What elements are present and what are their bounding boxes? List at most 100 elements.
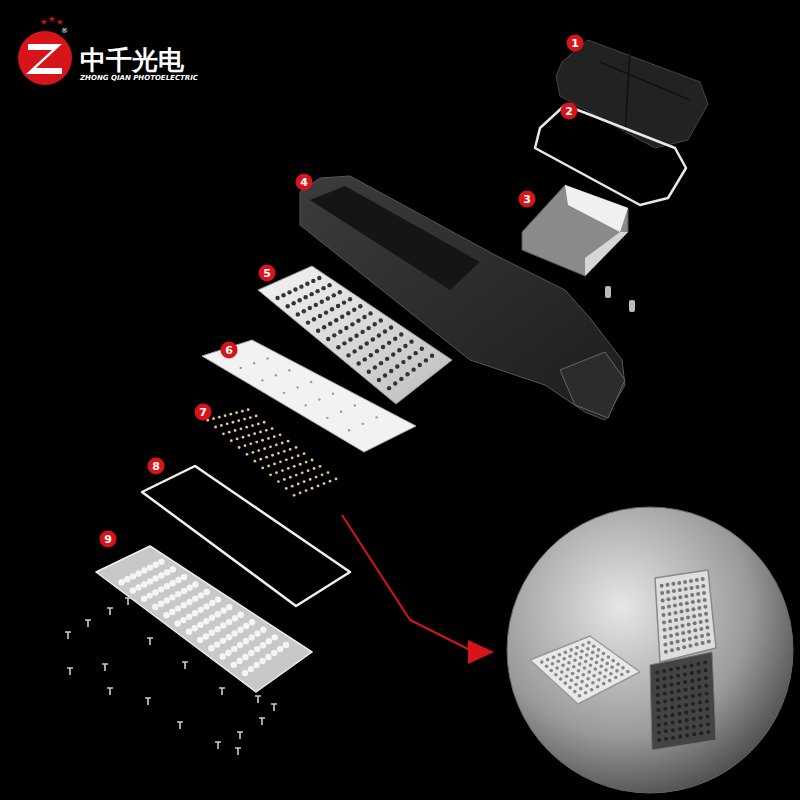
- inset-lens-optics-dot: [695, 578, 699, 582]
- inset-lens-upright: [655, 570, 716, 662]
- inset-reflection-optics-dot: [663, 699, 667, 703]
- led-chips-dot: [289, 448, 292, 451]
- pcb-pads-dot: [310, 381, 312, 383]
- inset-flat-optics-dot: [607, 655, 611, 659]
- lens-optics-dot: [225, 650, 231, 656]
- led-chips-dot: [267, 465, 270, 468]
- inset-flat-optics-dot: [608, 679, 612, 683]
- inset-lens-optics-dot: [707, 639, 711, 643]
- led-chips-dot: [313, 467, 316, 470]
- inset-reflection-optics-dot: [704, 684, 708, 688]
- heatsink-holes-dot: [407, 355, 411, 359]
- inset-flat-optics-dot: [580, 649, 584, 653]
- inset-reflection-optics-dot: [683, 672, 687, 676]
- inset-lens-optics-dot: [666, 583, 670, 587]
- inset-reflection-optics-dot: [699, 723, 703, 727]
- inset-flat-optics-dot: [605, 662, 609, 666]
- inset-flat-optics-dot: [584, 660, 588, 664]
- inset-reflection-optics-dot: [677, 704, 681, 708]
- lens-optics-dot: [248, 650, 254, 656]
- lens-optics-dot: [220, 622, 226, 628]
- pcb-board: [202, 340, 416, 452]
- inset-flat-optics-dot: [558, 653, 562, 657]
- inset-flat-optics-dot: [590, 688, 594, 692]
- inset-flat-optics-dot: [597, 648, 601, 652]
- lens-optics-dot: [152, 575, 158, 581]
- lens-optics-dot: [214, 641, 220, 647]
- led-chips-dot: [301, 471, 304, 474]
- heatsink-holes-dot: [397, 348, 401, 352]
- heatsink-holes-dot: [393, 381, 397, 385]
- pcb-pads-dot: [362, 423, 364, 425]
- lens-optics-dot: [181, 588, 187, 594]
- inset-reflection-optics-dot: [662, 677, 666, 681]
- heatsink-holes-dot: [338, 329, 342, 333]
- inset-flat-optics-dot: [574, 652, 578, 656]
- heatsink-holes-dot: [367, 370, 371, 374]
- heatsink-holes-dot: [326, 296, 330, 300]
- inset-flat-optics-dot: [575, 646, 579, 650]
- inset-flat-optics-dot: [590, 657, 594, 661]
- led-chips-dot: [281, 442, 284, 445]
- inset-flat-optics-dot: [616, 662, 620, 666]
- pcb-pads-dot: [305, 404, 307, 406]
- inset-lens-optics-dot: [691, 607, 695, 611]
- inset-lens-optics-dot: [669, 634, 673, 638]
- pcb-pads-dot: [348, 429, 350, 431]
- driver-top: [565, 185, 628, 232]
- led-chips-dot: [303, 452, 306, 455]
- led-chips-dot: [289, 476, 292, 479]
- lens-optics-dot: [141, 567, 147, 573]
- heatsink-holes-dot: [383, 373, 387, 377]
- inset-flat-optics-dot: [578, 662, 582, 666]
- led-chips-dot: [327, 471, 330, 474]
- heatsink-holes-dot: [405, 372, 409, 376]
- pcb-pads-dot: [261, 379, 263, 381]
- heatsink-holes-dot: [409, 339, 413, 343]
- heatsink-holes-dot: [369, 353, 373, 357]
- inset-lens-optics-dot: [699, 627, 703, 631]
- pcb-pads-dot: [288, 369, 290, 371]
- inset-reflection-optics-dot: [676, 666, 680, 670]
- heatsink-holes-dot: [317, 276, 321, 280]
- inset-reflection-optics-dot: [699, 716, 703, 720]
- heatsink-holes-dot: [309, 292, 313, 296]
- inset-lens-optics-dot: [697, 599, 701, 603]
- inset-lens-optics-dot: [667, 597, 671, 601]
- lens-optics-dot: [204, 589, 210, 595]
- lens-optics: [118, 559, 289, 677]
- inset-reflection-optics-dot: [698, 693, 702, 697]
- pcb-pads-dot: [240, 367, 242, 369]
- inset-flat-optics-dot: [546, 658, 550, 662]
- lens-optics-dot: [254, 630, 260, 636]
- inset-flat-optics-dot: [579, 656, 583, 660]
- led-chips-dot: [253, 460, 256, 463]
- screw: [102, 664, 108, 671]
- inset-flat-optics-dot: [554, 673, 558, 677]
- heatsink-holes-dot: [360, 330, 364, 334]
- callout-circle: [567, 35, 584, 52]
- heatsink-holes-dot: [336, 304, 340, 308]
- inset-flat-optics-dot: [567, 661, 571, 665]
- lens-optics-dot: [192, 595, 198, 601]
- inset-lens-optics-dot: [706, 633, 710, 637]
- inset-flat-optics-dot: [620, 673, 624, 677]
- lens-optics-dot: [192, 610, 198, 616]
- inset-reflection-optics-dot: [663, 714, 667, 718]
- inset-lens-optics-dot: [676, 640, 680, 644]
- inset-reflection-optics-dot: [677, 697, 681, 701]
- lens-optics-dot: [254, 662, 260, 668]
- led-chips-dot: [299, 492, 302, 495]
- lens-optics-dot: [181, 602, 187, 608]
- lens-optics-dot: [214, 626, 220, 632]
- inset-reflection-optics: [655, 661, 710, 742]
- lens-optics-dot: [163, 612, 169, 618]
- screw: [177, 722, 183, 729]
- inset-lens-optics-dot: [702, 591, 706, 595]
- inset-reflection-optics-dot: [670, 690, 674, 694]
- lens-optics-dot: [198, 607, 204, 613]
- screw: [67, 668, 73, 675]
- heatsink-holes-dot: [375, 349, 379, 353]
- led-chips-dot: [243, 418, 246, 421]
- inset-lens-optics-dot: [672, 596, 676, 600]
